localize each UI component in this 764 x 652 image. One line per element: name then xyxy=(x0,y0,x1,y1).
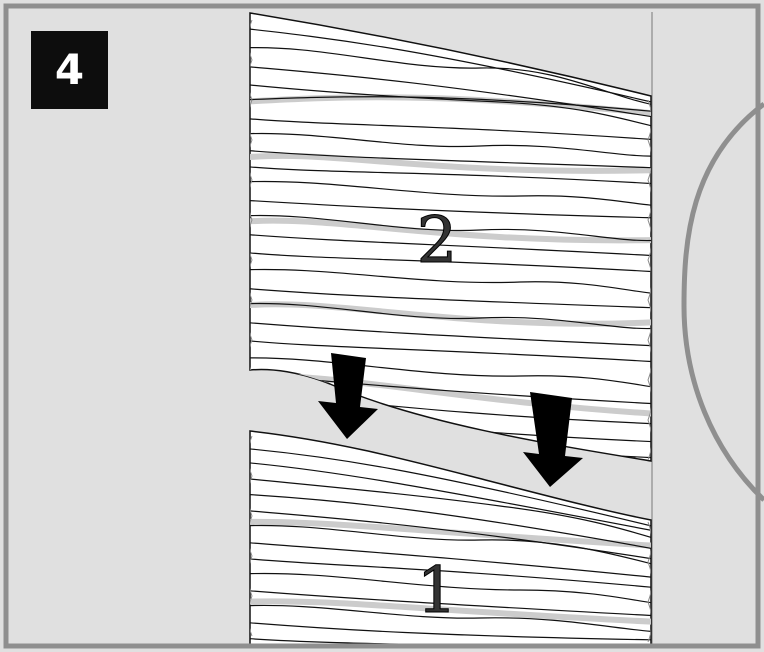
panel-1-grain xyxy=(250,435,651,646)
panel-1-label: 1 xyxy=(417,554,458,628)
detail-circle-outline xyxy=(681,102,764,502)
arrows xyxy=(318,353,583,487)
panel-2-grain xyxy=(250,19,651,461)
panel-1: 1 xyxy=(249,430,652,647)
panel-2-label: 2 xyxy=(417,204,458,278)
outer-frame xyxy=(3,3,761,649)
panel-2-outline xyxy=(249,12,652,462)
panel-1-outline xyxy=(249,430,652,647)
down-arrow-right xyxy=(523,392,583,487)
down-arrow-left xyxy=(318,353,378,439)
panel-2: 2 xyxy=(249,12,652,462)
step-number-badge: 4 xyxy=(31,31,108,109)
